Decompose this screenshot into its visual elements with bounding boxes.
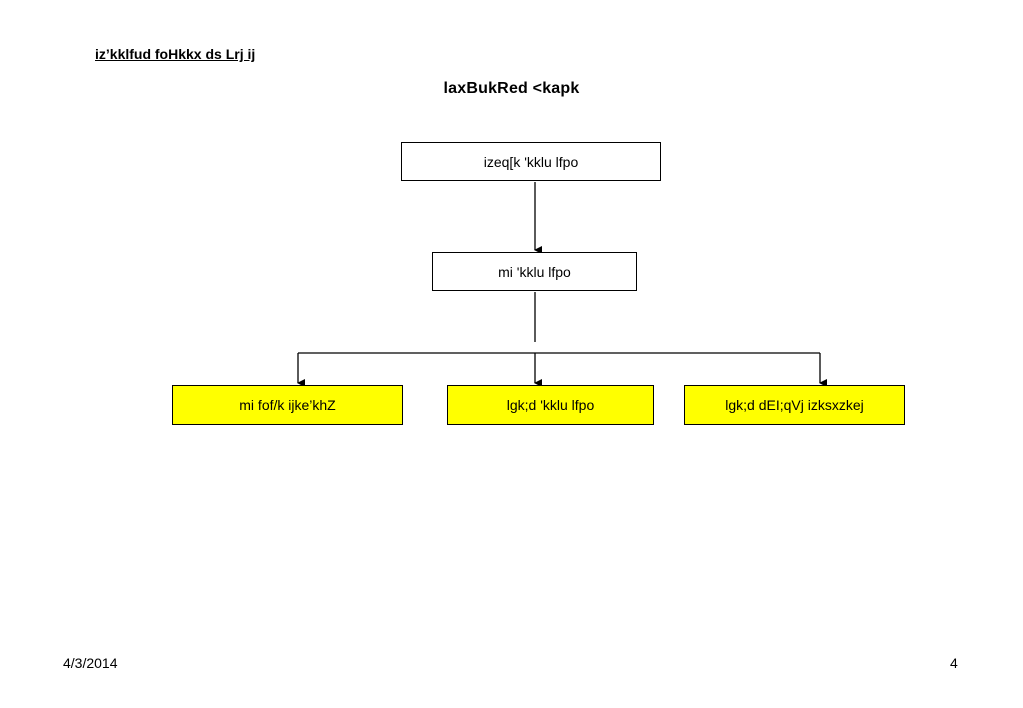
box-right: lgk;d dEI;qVj izksxzkej xyxy=(684,385,905,425)
box-right-label: lgk;d dEI;qVj izksxzkej xyxy=(725,397,864,413)
box-center-label: lgk;d 'kklu lfpo xyxy=(506,397,595,413)
footer-date: 4/3/2014 xyxy=(63,655,118,671)
box-center: lgk;d 'kklu lfpo xyxy=(447,385,654,425)
box-top-label: izeq[k 'kklu lfpo xyxy=(483,153,579,170)
box-left-label: mi fof/k ijke’khZ xyxy=(239,397,336,413)
box-top: izeq[k 'kklu lfpo xyxy=(401,142,661,181)
box-left: mi fof/k ijke’khZ xyxy=(172,385,403,425)
section-heading: iz’kklfud foHkkx ds Lrj ij xyxy=(95,46,256,62)
box-middle: mi 'kklu lfpo xyxy=(432,252,637,291)
diagram-title: laxBukRed <kapk xyxy=(443,80,580,97)
footer-page-number: 4 xyxy=(950,655,958,671)
box-middle-label: mi 'kklu lfpo xyxy=(498,263,571,280)
